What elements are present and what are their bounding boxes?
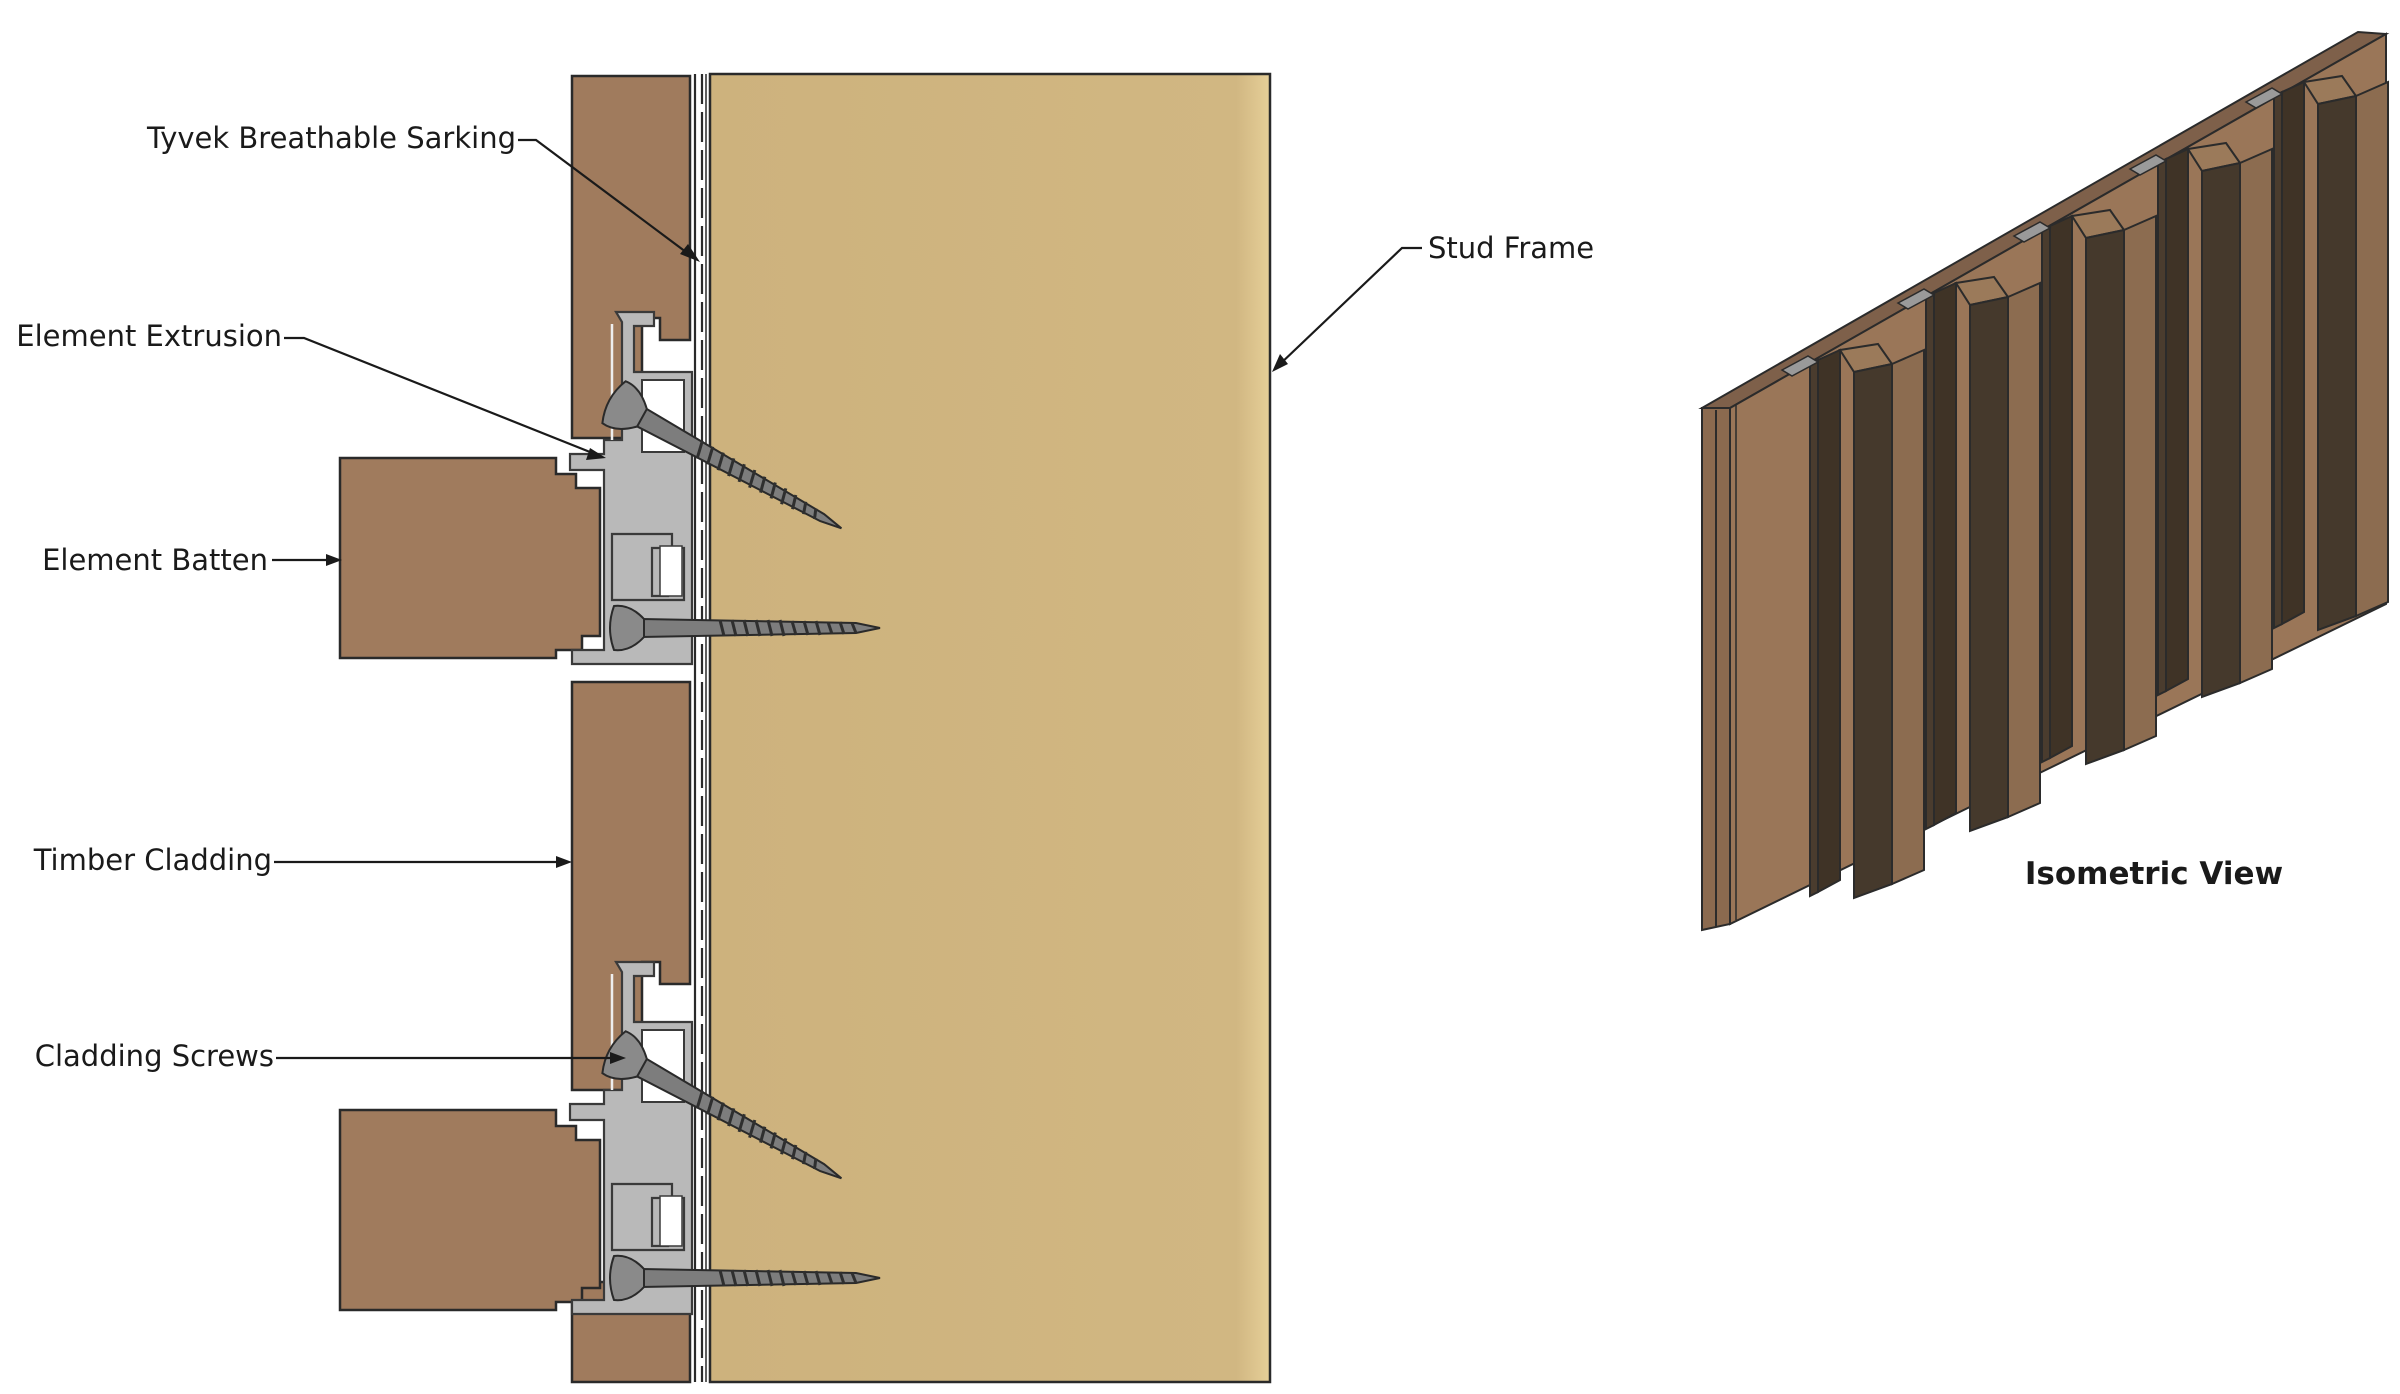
leader-lines	[272, 138, 1422, 1064]
section-view: Tyvek Breathable Sarking Element Extrusi…	[16, 72, 1594, 1384]
cladding-screw-angled-upper	[601, 380, 843, 530]
label-stud: Stud Frame	[1428, 231, 1594, 265]
element-batten-lower	[338, 1108, 602, 1312]
cladding-screw-straight-lower	[609, 1254, 881, 1302]
iso-batten-4	[2157, 141, 2273, 699]
label-tyvek: Tyvek Breathable Sarking	[146, 121, 516, 155]
stud-frame	[708, 72, 1272, 1384]
label-extrusion: Element Extrusion	[16, 319, 282, 353]
isometric-view: Isometric View	[1698, 30, 2390, 932]
cladding-board-middle	[570, 680, 692, 1092]
label-batten: Element Batten	[42, 543, 268, 577]
label-screws: Cladding Screws	[35, 1039, 274, 1073]
iso-batten-1	[1809, 342, 1925, 900]
iso-batten-2	[1925, 275, 2041, 833]
cladding-board-top	[570, 74, 692, 440]
iso-extrusion-clips	[1780, 87, 2284, 377]
cladding-screw-straight-upper	[609, 604, 881, 652]
iso-batten-3	[2041, 208, 2157, 766]
leader-tyvek	[518, 138, 695, 259]
label-cladding: Timber Cladding	[33, 843, 272, 877]
element-batten-upper	[338, 456, 602, 660]
iso-batten-5	[2273, 74, 2389, 632]
leader-extrusion	[284, 336, 601, 458]
element-battens	[338, 456, 602, 1312]
leader-stud	[1277, 246, 1422, 367]
cladding-screw-angled-lower	[601, 1030, 843, 1180]
isometric-view-title: Isometric View	[2025, 856, 2283, 892]
tyvek-sarking	[693, 74, 707, 1382]
